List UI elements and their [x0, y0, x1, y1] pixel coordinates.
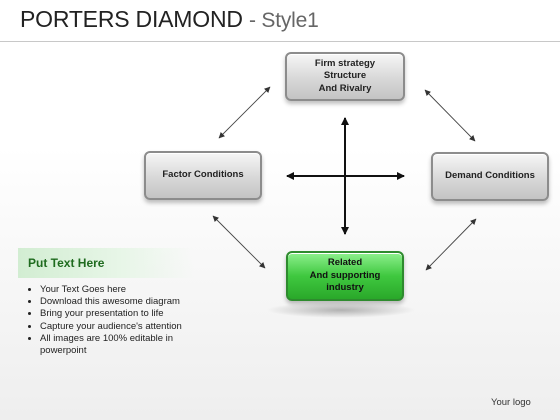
- box-demand-conditions-label: Demand Conditions: [445, 170, 535, 182]
- arrow-top-right: [424, 89, 476, 142]
- box-factor-conditions-label: Factor Conditions: [162, 169, 244, 181]
- title-main: PORTERS DIAMOND: [20, 6, 243, 32]
- panel-bullet-item: All images are 100% editable in powerpoi…: [40, 333, 194, 357]
- panel-bullet-item: Capture your audience's attention: [40, 321, 194, 333]
- panel-heading: Put Text Here: [18, 248, 194, 278]
- title-bar: PORTERS DIAMOND - Style1: [0, 0, 560, 42]
- box-related-industry-label: Related And supporting industry: [309, 257, 381, 294]
- box-firm-strategy-label: Firm strategy Structure And Rivalry: [314, 57, 376, 94]
- box-demand-conditions: Demand Conditions: [431, 152, 549, 201]
- panel-bullet-item: Bring your presentation to life: [40, 308, 194, 320]
- panel-bullet-list: Your Text Goes here Download this awesom…: [18, 284, 194, 357]
- box-factor-conditions: Factor Conditions: [144, 151, 262, 200]
- logo-text: Your logo: [491, 397, 531, 408]
- text-panel: Put Text Here Your Text Goes here Downlo…: [18, 248, 194, 357]
- box-related-industry: Related And supporting industry: [286, 251, 404, 301]
- arrow-bottom-right: [425, 218, 477, 271]
- box-firm-strategy: Firm strategy Structure And Rivalry: [285, 52, 405, 101]
- arrow-bottom-left: [212, 215, 266, 269]
- panel-bullet-item: Your Text Goes here: [40, 284, 194, 296]
- panel-bullet-item: Download this awesome diagram: [40, 296, 194, 308]
- box-shadow-glow: [266, 302, 416, 318]
- title-style: - Style1: [248, 9, 319, 32]
- slide-title: PORTERS DIAMOND - Style1: [20, 6, 319, 33]
- title-rule: [0, 41, 560, 42]
- arrow-top-left: [218, 86, 271, 139]
